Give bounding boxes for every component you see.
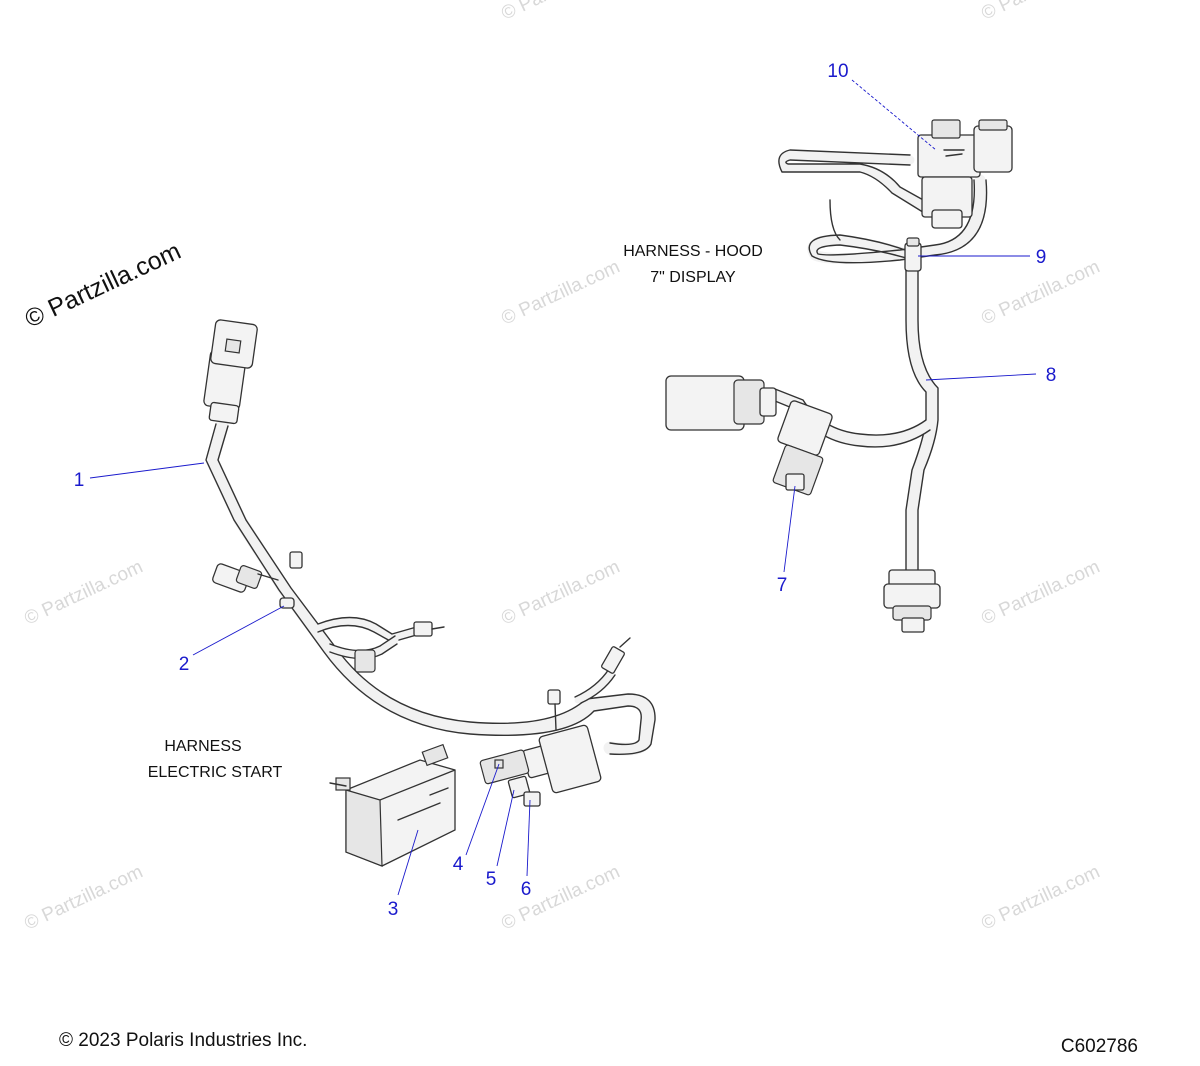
callout-7[interactable]: 7 [777,575,788,596]
callout-4[interactable]: 4 [453,854,464,875]
bottom-connector-part [883,569,941,633]
harness-hood-display [665,119,1013,633]
fuse-block-part [479,689,602,807]
watermark-tile: © Partzilla.com [21,861,146,934]
drawing-id: C602786 [1060,1036,1138,1057]
callout-9[interactable]: 9 [1036,247,1047,268]
watermark-tile: © Partzilla.com [978,0,1103,25]
watermark-tile: © Partzilla.com [498,0,623,25]
display-connector-part [665,375,833,496]
watermark-tile: © Partzilla.com [21,556,146,629]
watermark-tile: © Partzilla.com [978,556,1103,629]
watermark-tile: © Partzilla.com [498,556,623,629]
harness-electric-start [203,319,656,867]
callout-1[interactable]: 1 [74,470,85,491]
callout-5[interactable]: 5 [486,869,497,890]
caption-start-line2: ELECTRIC START [148,764,283,781]
caption-hood-line2: 7" DISPLAY [650,269,736,286]
callout-6[interactable]: 6 [521,879,532,900]
copyright-notice: © 2023 Polaris Industries Inc. [59,1030,308,1051]
caption-hood-line1: HARNESS - HOOD [623,243,763,260]
callout-3[interactable]: 3 [388,899,399,920]
callout-10[interactable]: 10 [827,61,848,82]
leader-lines [89,79,1037,896]
watermark-tile: © Partzilla.com [498,861,623,934]
watermark-tile: © Partzilla.com [978,861,1103,934]
relay-part [329,743,456,867]
callout-8[interactable]: 8 [1046,365,1057,386]
display-module-part [917,119,1013,229]
callout-2[interactable]: 2 [179,654,190,675]
watermark-tile: © Partzilla.com [498,256,623,329]
watermark-main: © Partzilla.com [21,237,186,334]
caption-start-line1: HARNESS [164,738,241,755]
